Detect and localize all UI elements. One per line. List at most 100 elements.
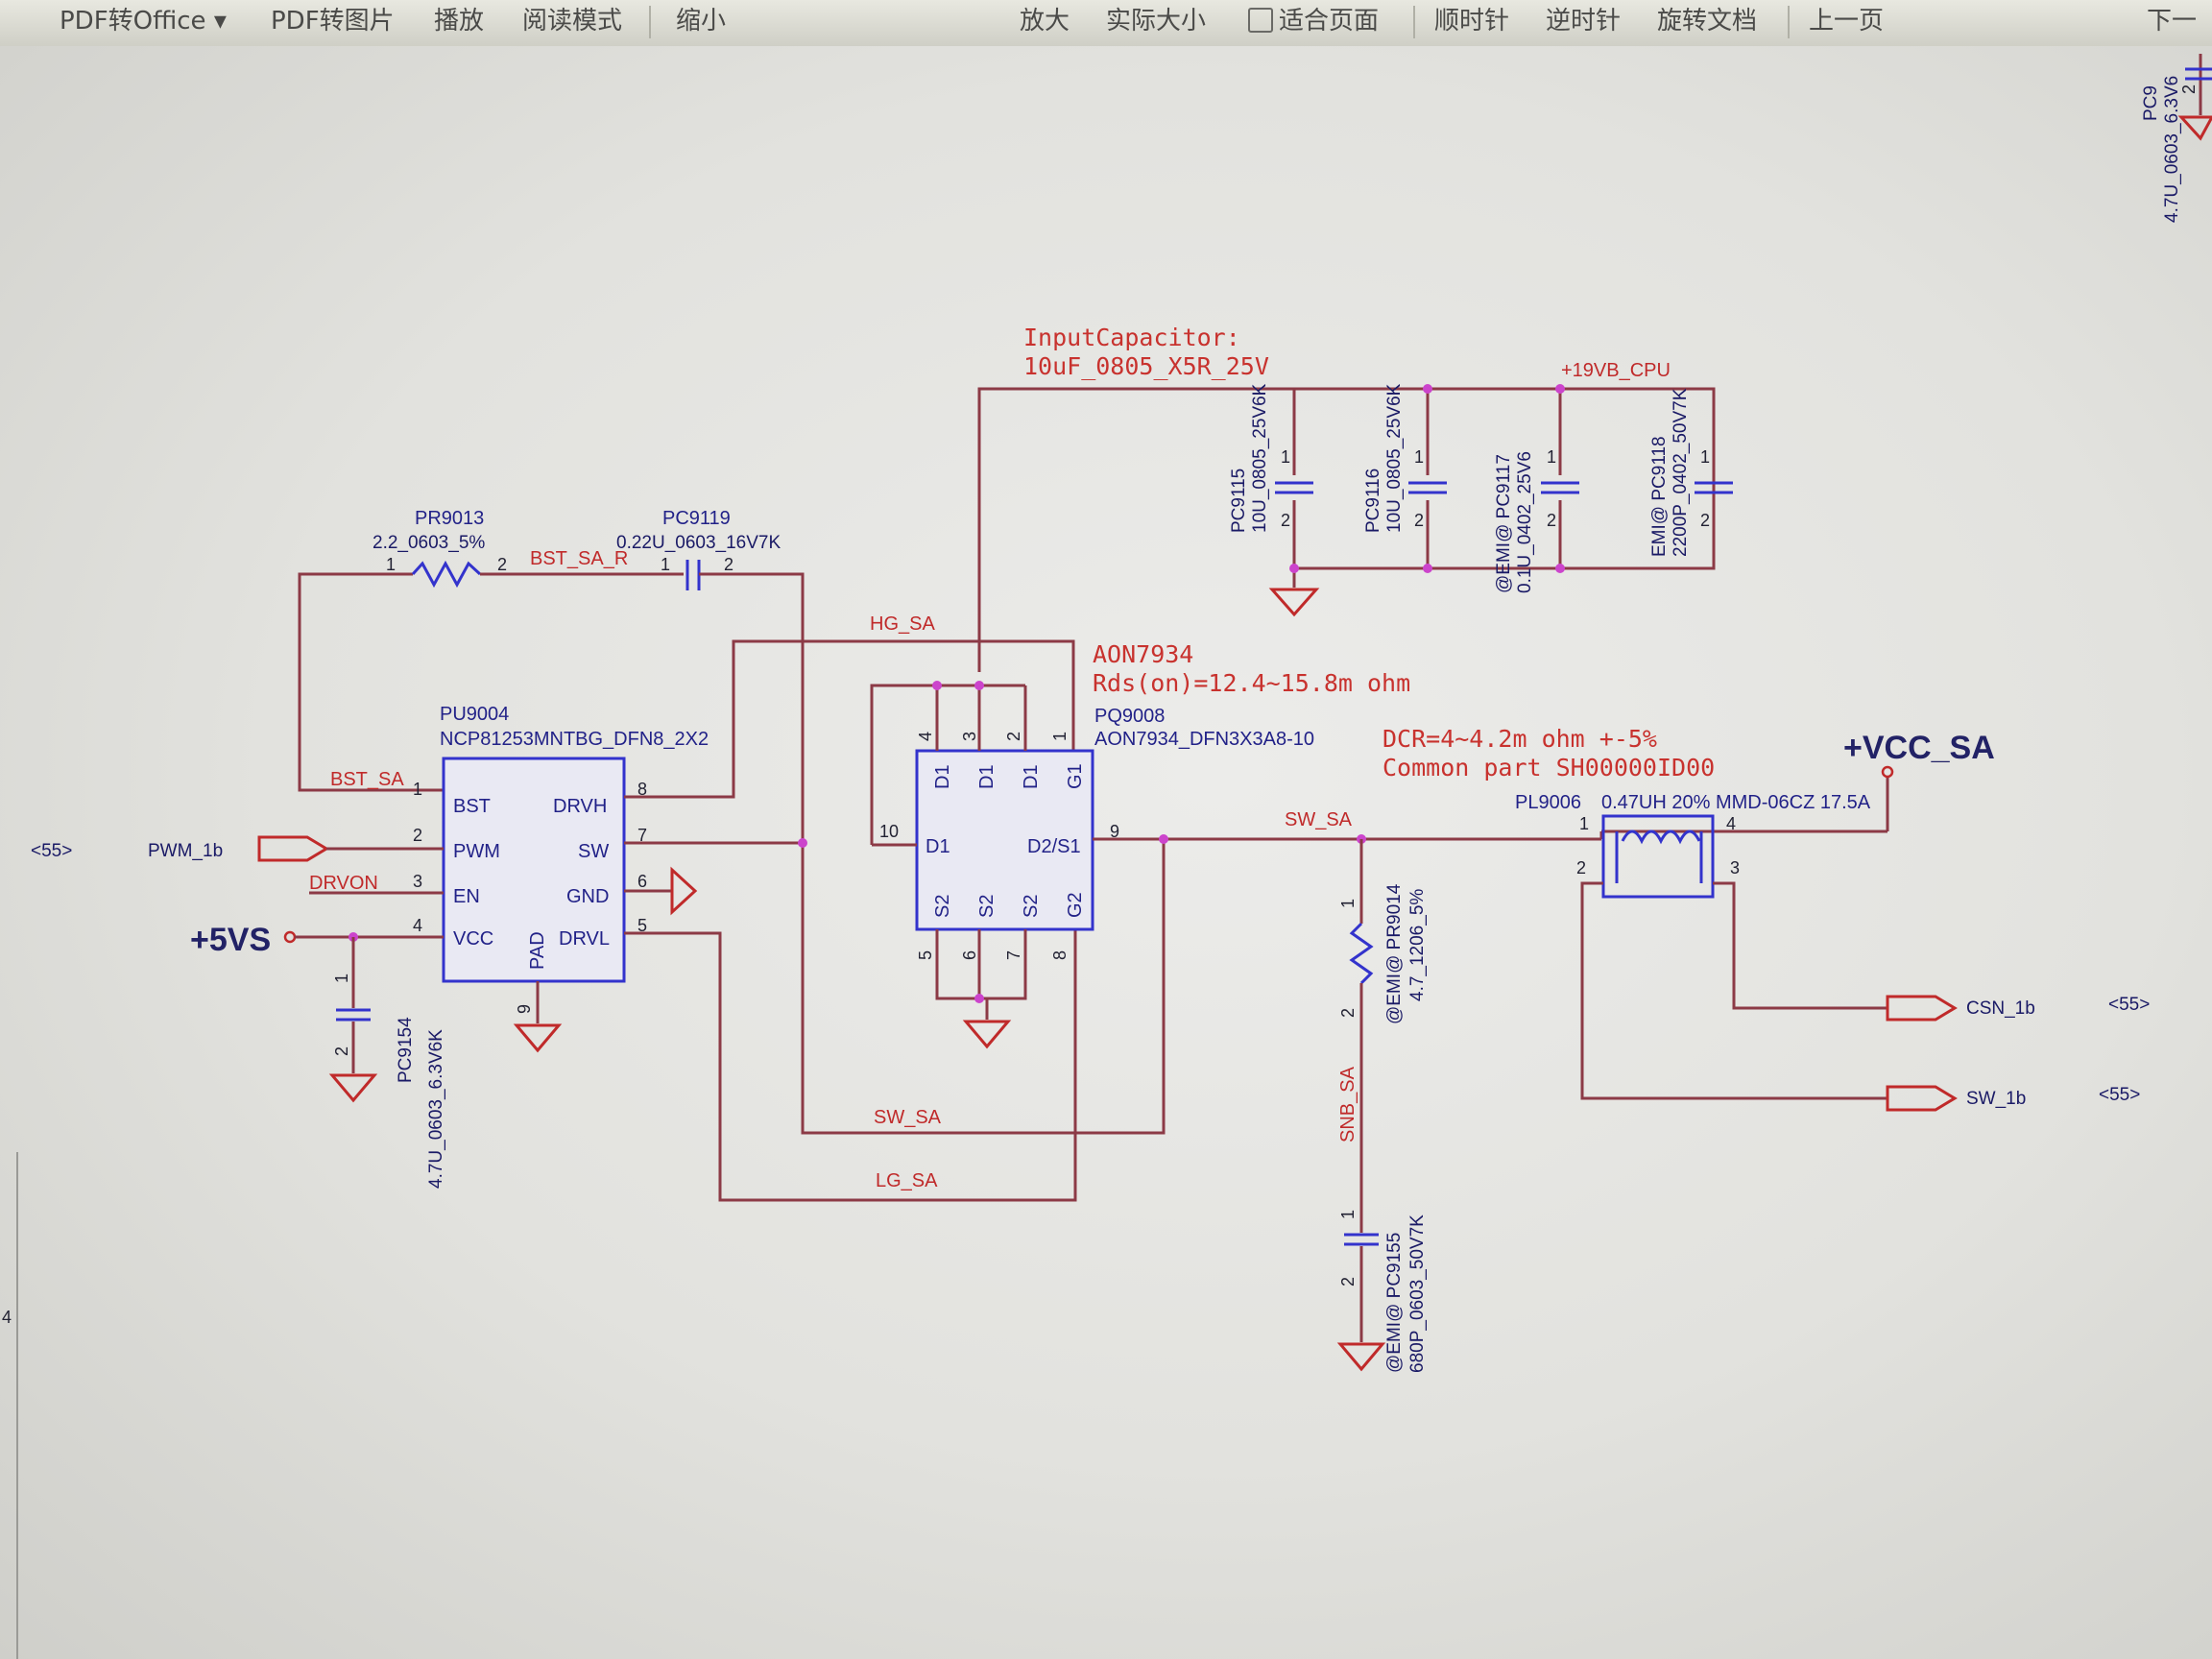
pin-number: 9 bbox=[515, 1004, 534, 1014]
fet-pin-label: S2 bbox=[932, 895, 953, 918]
ic-pin-drvh: DRVH bbox=[553, 796, 607, 817]
zoom-out-button[interactable]: 缩小 bbox=[676, 7, 727, 36]
pin-number: 4 bbox=[916, 732, 935, 741]
svg-text:PC9115: PC9115 bbox=[1229, 469, 1249, 533]
svg-text:680P_0603_50V7K: 680P_0603_50V7K bbox=[1407, 1214, 1428, 1373]
actual-size-button[interactable]: 实际大小 bbox=[1106, 7, 1207, 36]
fet-pin-label: G1 bbox=[1065, 763, 1086, 789]
fet-pin-label: G2 bbox=[1065, 892, 1086, 918]
svg-text:4.7_1206_5%: 4.7_1206_5% bbox=[1407, 889, 1428, 1001]
svg-text:PC9116: PC9116 bbox=[1363, 469, 1383, 533]
svg-text:4.7U_0603_6.3V6K: 4.7U_0603_6.3V6K bbox=[426, 1029, 446, 1189]
svg-text:0.1U_0402_25V6: 0.1U_0402_25V6 bbox=[1515, 451, 1535, 593]
pin-number: 2 bbox=[332, 1046, 351, 1056]
ic-pin-pad: PAD bbox=[527, 931, 548, 970]
ic-pin-bst: BST bbox=[453, 796, 491, 817]
pin-number: 1 bbox=[1414, 447, 1424, 467]
ground-icon bbox=[1336, 1342, 1386, 1372]
pin-number: 2 bbox=[1281, 511, 1290, 530]
pin-number: 3 bbox=[413, 872, 422, 891]
bootstrap-network: PR9013 2.2_0603_5% 1 2 BST_SA_R PC9119 0… bbox=[298, 508, 1166, 1135]
pin-number: 8 bbox=[1050, 950, 1070, 960]
pin-number: 8 bbox=[637, 780, 647, 799]
ground-icon bbox=[1268, 588, 1320, 617]
junction-dot bbox=[974, 994, 984, 1003]
pin-number: 2 bbox=[413, 826, 422, 845]
pdf-to-office-button[interactable]: PDF转Office ▾ bbox=[60, 7, 227, 36]
inductor-coil-icon bbox=[1621, 830, 1701, 845]
rotate-clockwise-button[interactable]: 顺时针 bbox=[1434, 7, 1510, 36]
margin-mark: 4 bbox=[2, 1308, 12, 1327]
drain-bus-wire bbox=[870, 684, 1025, 845]
pin-number: 1 bbox=[1050, 732, 1070, 741]
junction-dot bbox=[1423, 384, 1432, 394]
rotate-counterclockwise-button[interactable]: 逆时针 bbox=[1546, 7, 1622, 36]
pwm-page-ref: <55> bbox=[31, 841, 72, 861]
ic-pin-drvl: DRVL bbox=[559, 928, 610, 950]
bst-wire bbox=[298, 572, 444, 792]
fet-pin-label: D1 bbox=[926, 836, 950, 857]
ic-input-wiring: PWM_1b <55> DRVON +5VS 1 2 PC9154 4.7U_0… bbox=[31, 835, 446, 1189]
snb-sa-net: SNB_SA bbox=[1337, 1066, 1358, 1142]
next-page-button[interactable]: 下一 bbox=[2147, 7, 2198, 36]
dcr-note-line2: Common part SH00000ID00 bbox=[1382, 754, 1715, 781]
hg-sa-wire bbox=[624, 639, 1075, 799]
fet-pin-label: D1 bbox=[932, 764, 953, 789]
input-cap-note-line1: InputCapacitor: bbox=[1023, 324, 1240, 351]
pr9013-ref: PR9013 bbox=[415, 508, 484, 529]
play-button[interactable]: 播放 bbox=[434, 7, 485, 36]
fet-pin-label: S2 bbox=[976, 895, 998, 918]
fet-note-line2: Rds(on)=12.4~15.8m ohm bbox=[1093, 669, 1410, 697]
ground-icon bbox=[513, 1023, 563, 1053]
pdf-to-image-button[interactable]: PDF转图片 bbox=[271, 7, 395, 36]
pin-number: 2 bbox=[1338, 1008, 1358, 1018]
svg-text:2200P_0402_50V7K: 2200P_0402_50V7K bbox=[1671, 388, 1691, 557]
junction-dot bbox=[1555, 564, 1565, 573]
pin-number: 5 bbox=[637, 916, 647, 935]
driver-ic-part: NCP81253MNTBG_DFN8_2X2 bbox=[440, 729, 709, 750]
svg-text:@EMI@ PC9155: @EMI@ PC9155 bbox=[1384, 1233, 1405, 1373]
pin-number: 3 bbox=[1730, 858, 1740, 878]
corner-cap-value: 4.7U_0603_6.3V6 bbox=[2162, 76, 2182, 223]
pin-number: 5 bbox=[916, 950, 935, 960]
power-port-icon bbox=[1881, 765, 1894, 779]
bst-sa-r-net: BST_SA_R bbox=[530, 548, 628, 569]
zoom-in-button[interactable]: 放大 bbox=[1020, 7, 1070, 36]
ground-icon bbox=[670, 866, 698, 916]
corner-capacitor: PC9 4.7U_0603_6.3V6 2 bbox=[2141, 54, 2212, 223]
power-port-icon bbox=[283, 930, 297, 944]
bst-sa-net: BST_SA bbox=[330, 769, 404, 790]
viewer-toolbar: PDF转Office ▾ PDF转图片 播放 阅读模式 缩小 放大 实际大小 适… bbox=[0, 0, 2212, 48]
pin-number: 1 bbox=[1579, 814, 1589, 833]
fet-pin-label: D1 bbox=[1021, 764, 1042, 789]
resistor-icon bbox=[411, 560, 482, 589]
reading-mode-button[interactable]: 阅读模式 bbox=[522, 7, 623, 36]
fet-pin-label: S2 bbox=[1021, 895, 1042, 918]
resistor-icon bbox=[1349, 922, 1374, 985]
inductor-body bbox=[1601, 814, 1715, 899]
pin-number: 1 bbox=[386, 555, 396, 574]
csn-net-label: CSN_1b bbox=[1966, 998, 2035, 1019]
vin-wire bbox=[977, 387, 1716, 672]
rotate-document-button[interactable]: 旋转文档 bbox=[1657, 7, 1758, 36]
sw-sa-net-bottom: SW_SA bbox=[874, 1107, 942, 1128]
previous-page-button[interactable]: 上一页 bbox=[1809, 7, 1885, 36]
fit-page-button[interactable]: 适合页面 bbox=[1248, 4, 1379, 38]
pin-number: 6 bbox=[637, 872, 647, 891]
pin-number: 10 bbox=[879, 822, 899, 841]
svg-text:@EMI@ PC9117: @EMI@ PC9117 bbox=[1494, 454, 1514, 593]
junction-dot bbox=[1159, 834, 1168, 844]
source-bus-wire bbox=[935, 929, 1027, 1000]
pin-number: 2 bbox=[1700, 511, 1710, 530]
driver-ic-body bbox=[442, 757, 626, 983]
ground-icon bbox=[328, 1073, 378, 1103]
pin-number: 2 bbox=[1547, 511, 1556, 530]
junction-dot bbox=[1555, 384, 1565, 394]
vs5-label: +5VS bbox=[190, 922, 271, 958]
sw1b-wire bbox=[1580, 881, 1887, 1100]
toolbar-divider bbox=[1413, 6, 1415, 38]
ic-pin-sw: SW bbox=[578, 841, 609, 862]
mosfet-part: AON7934_DFN3X3A8-10 bbox=[1094, 729, 1314, 750]
fit-page-icon bbox=[1248, 7, 1273, 33]
drvon-net-label: DRVON bbox=[309, 873, 378, 894]
